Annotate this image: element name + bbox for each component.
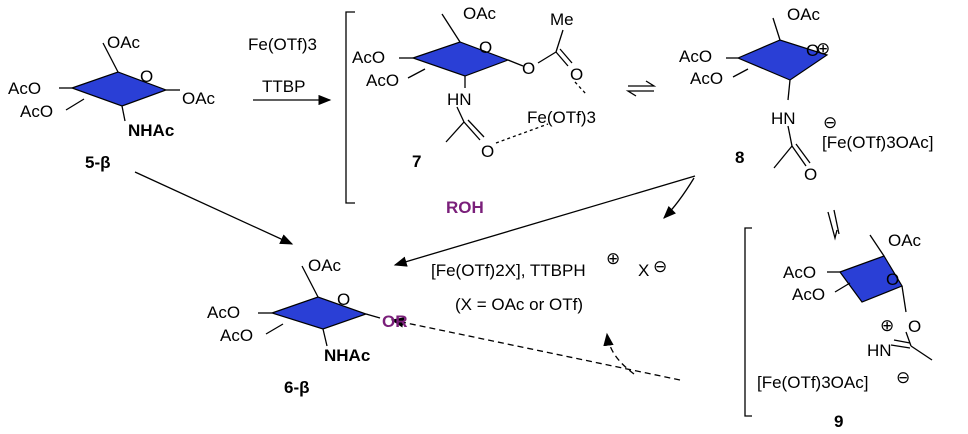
compound-6-beta: OAc O AcO AcO OR NHAc 6-β [207, 256, 408, 397]
c5-aco-2: AcO [20, 102, 53, 121]
c7-oac-top: OAc [463, 4, 497, 23]
c8-ring-o: O [806, 41, 819, 60]
byproduct-arrow-8 [663, 177, 695, 219]
compound-7: OAc O AcO AcO Me O O HN Fe(OTf)3 O 7 [352, 4, 596, 171]
byproduct-x: X [638, 261, 649, 280]
compound-9: OAc O AcO AcO ⊕ O HN [Fe(OTf)3OAc] ⊖ 9 [757, 231, 933, 431]
c6-oac-top: OAc [308, 256, 342, 275]
c7-aco-2: AcO [366, 71, 399, 90]
c6-or: OR [382, 312, 408, 331]
c9-oac-top: OAc [888, 231, 922, 250]
c8-anion: [Fe(OTf)3OAc] [822, 133, 933, 152]
c5-nhac: NHAc [128, 121, 174, 140]
c5-ring-o: O [140, 67, 153, 86]
reagent-ttbp: TTBP [262, 77, 305, 96]
arrow-5-to-6 [134, 171, 294, 245]
reagent-roh: ROH [446, 198, 484, 217]
c7-o-amide: O [481, 142, 494, 161]
c8-aco-2: AcO [690, 69, 723, 88]
c6-label: 6-β [284, 378, 310, 397]
c6-aco-2: AcO [220, 326, 253, 345]
reagent-arrow-group: Fe(OTf)3 TTBP [248, 35, 332, 106]
c9-hn: HN [867, 341, 892, 360]
bracket-7-left [345, 11, 355, 204]
c9-label: 9 [834, 412, 843, 431]
byproduct-x-charge: ⊖ [653, 257, 667, 276]
c5-oac-right: OAc [182, 89, 216, 108]
c8-o-amide: O [804, 165, 817, 184]
reagent-fe: Fe(OTf)3 [248, 35, 317, 54]
c7-ring-o: O [479, 38, 492, 57]
bracket-9-left [744, 227, 752, 417]
arrow-8-to-6 [393, 175, 696, 267]
equilibrium-7-8 [625, 80, 657, 97]
c6-aco-1: AcO [207, 303, 240, 322]
c9-ring-o: O [886, 270, 899, 289]
arrow-9-to-6-dashed [390, 317, 681, 381]
c5-aco-1: AcO [8, 79, 41, 98]
c9-minus: ⊖ [896, 368, 910, 387]
ring-8 [736, 39, 829, 81]
c7-hn: HN [447, 90, 472, 109]
c9-aco-2: AcO [792, 285, 825, 304]
c9-anion: [Fe(OTf)3OAc] [757, 373, 868, 392]
c9-aco-1: AcO [783, 263, 816, 282]
c7-fe: Fe(OTf)3 [527, 108, 596, 127]
c8-oac-top: OAc [787, 5, 821, 24]
c9-o-ox: O [908, 317, 921, 336]
ring-6 [270, 296, 368, 330]
c9-plus: ⊕ [880, 316, 894, 335]
c7-aco-1: AcO [352, 48, 385, 67]
c8-plus: ⊕ [816, 39, 830, 58]
ring-7 [411, 41, 510, 77]
c7-o-carbonyl: O [570, 65, 583, 84]
byproduct-x-def: (X = OAc or OTf) [455, 295, 583, 314]
c5-oac-top: OAc [107, 33, 141, 52]
byproduct-text: [Fe(OTf)2X], TTBPH ⊕ X ⊖ (X = OAc or OTf… [431, 249, 667, 314]
byproduct-charge: ⊕ [606, 249, 620, 268]
c7-o-ester: O [522, 59, 535, 78]
c6-ring-o: O [337, 290, 350, 309]
byproduct-main: [Fe(OTf)2X], TTBPH [431, 261, 586, 280]
c8-label: 8 [735, 148, 744, 167]
byproduct-arrow-9-dashed [603, 332, 635, 375]
c6-nhac: NHAc [324, 346, 370, 365]
equilibrium-8-9 [827, 209, 840, 241]
c7-me: Me [550, 10, 574, 29]
c8-aco-1: AcO [679, 47, 712, 66]
c8-hn: HN [771, 109, 796, 128]
c5-label: 5-β [85, 153, 111, 172]
c7-label: 7 [412, 152, 421, 171]
c8-minus: ⊖ [823, 113, 837, 132]
compound-5-beta: OAc O AcO AcO OAc NHAc 5-β [8, 33, 216, 172]
compound-8: OAc O ⊕ AcO AcO HN ⊖ [Fe(OTf)3OAc] O 8 [679, 5, 933, 184]
